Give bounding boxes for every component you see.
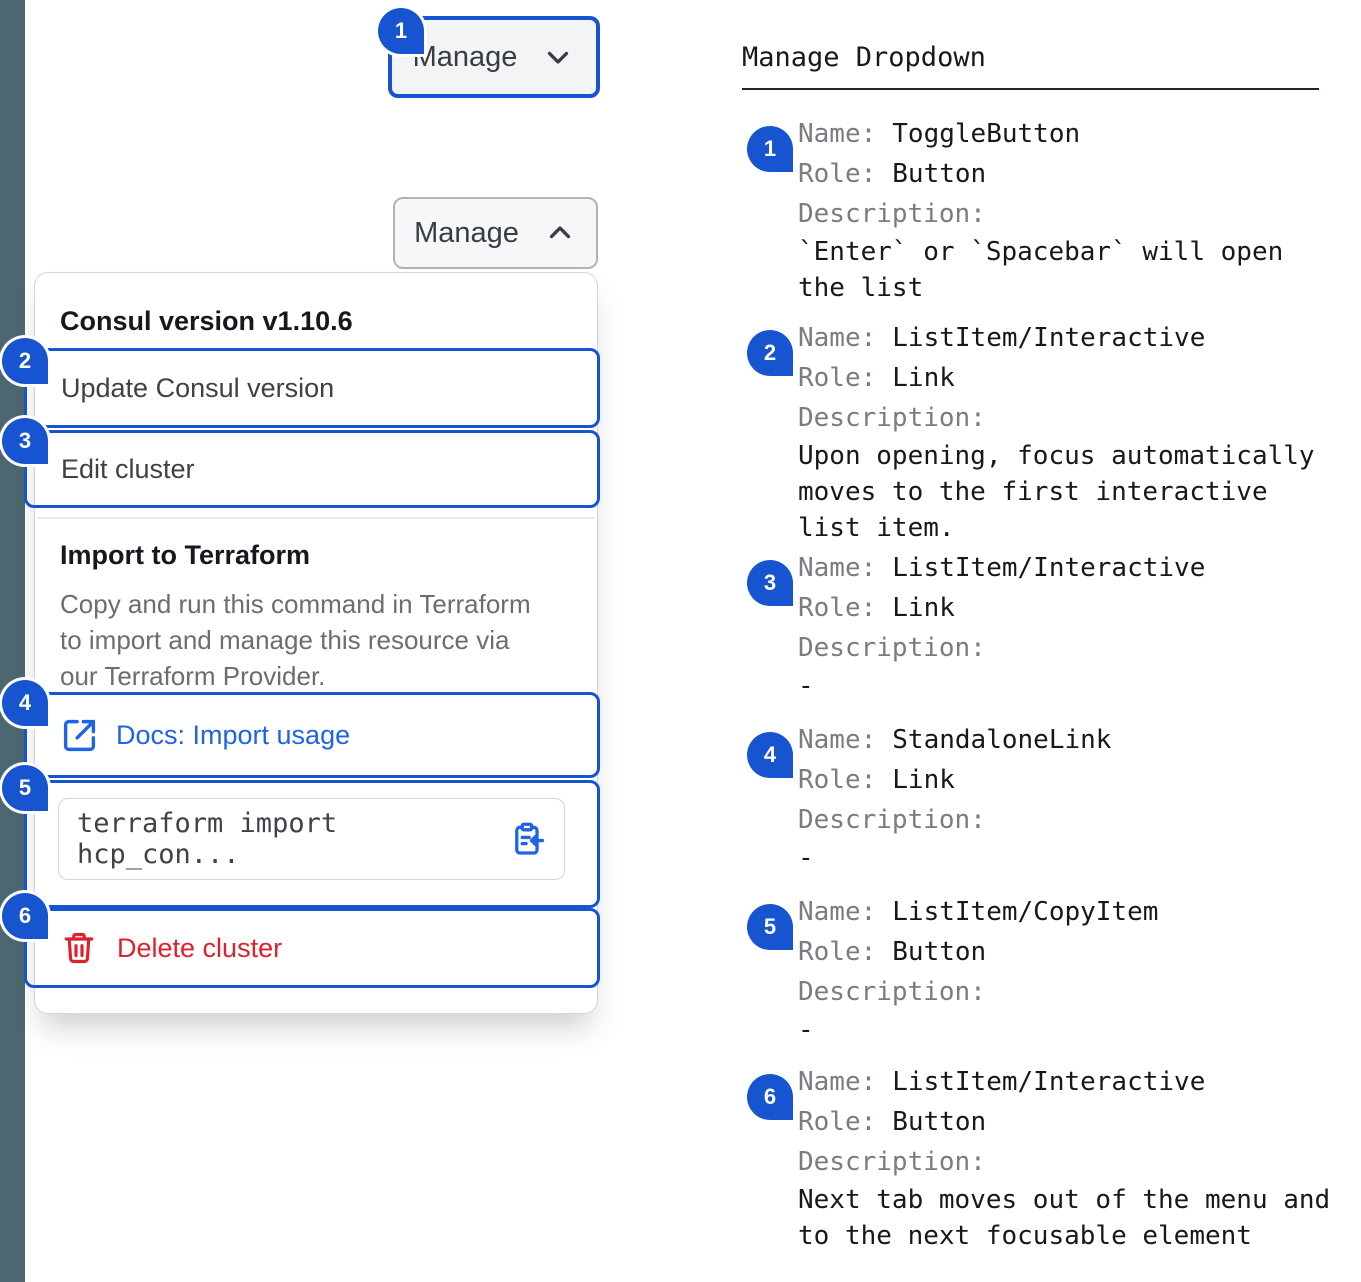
name-label: Name: xyxy=(798,323,877,353)
import-to-terraform-header: Import to Terraform xyxy=(60,540,311,570)
role-label: Role: xyxy=(798,937,877,967)
import-description-text: Copy and run this command in Terraform t… xyxy=(60,589,531,691)
menu-item-copy-snippet xyxy=(24,780,600,908)
spec-entry-4: 4 Name: StandaloneLink Role: Link Descript… xyxy=(742,720,1342,876)
manage-dropdown-panel xyxy=(34,272,598,1014)
description-label: Description: xyxy=(798,199,986,229)
role-label: Role: xyxy=(798,1107,877,1137)
entry-description: - xyxy=(798,1015,814,1045)
spec-entry-6: 6 Name:ListItem/Interactive Role:Button … xyxy=(742,1062,1342,1254)
entry-description: `Enter` or `Spacebar` will open the list xyxy=(798,237,1284,303)
chevron-down-icon xyxy=(548,51,569,64)
manage-toggle-button-open[interactable]: Manage xyxy=(393,197,598,269)
spec-badge-1: 1 xyxy=(747,126,793,172)
menu-item-edit-cluster[interactable]: Edit cluster xyxy=(24,430,600,508)
spec-entry-3: 3 Name: ListItem/Interactive Role: Link De… xyxy=(742,548,1342,704)
description-label: Description: xyxy=(798,1147,986,1177)
left-edge-strip xyxy=(0,0,25,1282)
menu-item-update-consul-version[interactable]: Update Consul version xyxy=(24,348,600,428)
name-label: Name: xyxy=(798,725,877,755)
role-label: Role: xyxy=(798,159,877,189)
menu-divider xyxy=(38,517,594,519)
consul-version-header: Consul version v1.10.6 xyxy=(60,306,353,336)
entry-name: ListItem/CopyItem xyxy=(892,897,1159,927)
annotation-badge-2: 2 xyxy=(2,338,48,384)
entry-name: ListItem/Interactive xyxy=(892,323,1206,353)
manage-toggle-label: Manage xyxy=(412,40,518,73)
entry-name: ListItem/Interactive xyxy=(892,1067,1206,1097)
spec-entry-1: 1 Name: ToggleButton Role: Button Descript… xyxy=(742,114,1342,306)
entry-description: - xyxy=(798,843,814,873)
entry-description: Upon opening, focus automatically moves … xyxy=(798,441,1315,543)
manage-toggle-button-closed[interactable]: Manage xyxy=(388,16,600,98)
entry-description: Next tab moves out of the menu and to th… xyxy=(798,1185,1331,1251)
entry-name: ToggleButton xyxy=(892,119,1081,149)
annotation-badge-3: 3 xyxy=(2,418,48,464)
delete-cluster-label: Delete cluster xyxy=(117,932,283,963)
entry-description: - xyxy=(798,671,814,701)
external-link-icon xyxy=(63,719,96,751)
spec-badge-6: 6 xyxy=(747,1074,793,1120)
entry-name: StandaloneLink xyxy=(892,725,1112,755)
menu-item-docs-import-usage[interactable]: Docs: Import usage xyxy=(24,692,600,778)
annotation-badge-4: 4 xyxy=(2,680,48,726)
entry-role: Link xyxy=(892,593,955,623)
menu-item-delete-cluster[interactable]: Delete cluster xyxy=(24,908,600,988)
spec-panel-title: Manage Dropdown xyxy=(742,42,986,73)
code-snippet-field[interactable]: terraform import hcp_con... xyxy=(58,798,565,880)
chevron-up-icon xyxy=(549,226,571,239)
role-label: Role: xyxy=(798,593,877,623)
spec-entry-2: 2 Name: ListItem/Interactive Role: Link De… xyxy=(742,318,1342,546)
spec-entry-5: 5 Name: ListItem/CopyItem Role: Button Des… xyxy=(742,892,1342,1048)
role-label: Role: xyxy=(798,363,877,393)
name-label: Name: xyxy=(798,553,877,583)
entry-name: ListItem/Interactive xyxy=(892,553,1206,583)
entry-role: Button xyxy=(892,1107,987,1137)
name-label: Name: xyxy=(798,897,877,927)
name-label: Name: xyxy=(798,119,877,149)
entry-role: Button xyxy=(892,159,987,189)
annotation-badge-1: 1 xyxy=(378,8,424,54)
edit-cluster-label: Edit cluster xyxy=(61,453,195,484)
spec-badge-4: 4 xyxy=(747,732,793,778)
terraform-import-command: terraform import hcp_con... xyxy=(77,808,338,870)
description-label: Description: xyxy=(798,977,986,1007)
spec-badge-5: 5 xyxy=(747,904,793,950)
annotation-badge-5: 5 xyxy=(2,765,48,811)
manage-toggle-label-open: Manage xyxy=(414,216,519,249)
description-label: Description: xyxy=(798,403,986,433)
name-label: Name: xyxy=(798,1067,877,1097)
update-consul-version-label: Update Consul version xyxy=(61,372,335,403)
spec-title-underline xyxy=(742,88,1319,90)
entry-role: Link xyxy=(892,765,955,795)
role-label: Role: xyxy=(798,765,877,795)
docs-import-usage-label: Docs: Import usage xyxy=(116,719,351,750)
annotation-badge-6: 6 xyxy=(2,893,48,939)
entry-role: Button xyxy=(892,937,987,967)
description-label: Description: xyxy=(798,805,986,835)
entry-role: Link xyxy=(892,363,955,393)
description-label: Description: xyxy=(798,633,986,663)
clipboard-copy-icon[interactable] xyxy=(509,820,546,858)
spec-badge-2: 2 xyxy=(747,330,793,376)
spec-badge-3: 3 xyxy=(747,560,793,606)
trash-icon xyxy=(64,932,94,964)
